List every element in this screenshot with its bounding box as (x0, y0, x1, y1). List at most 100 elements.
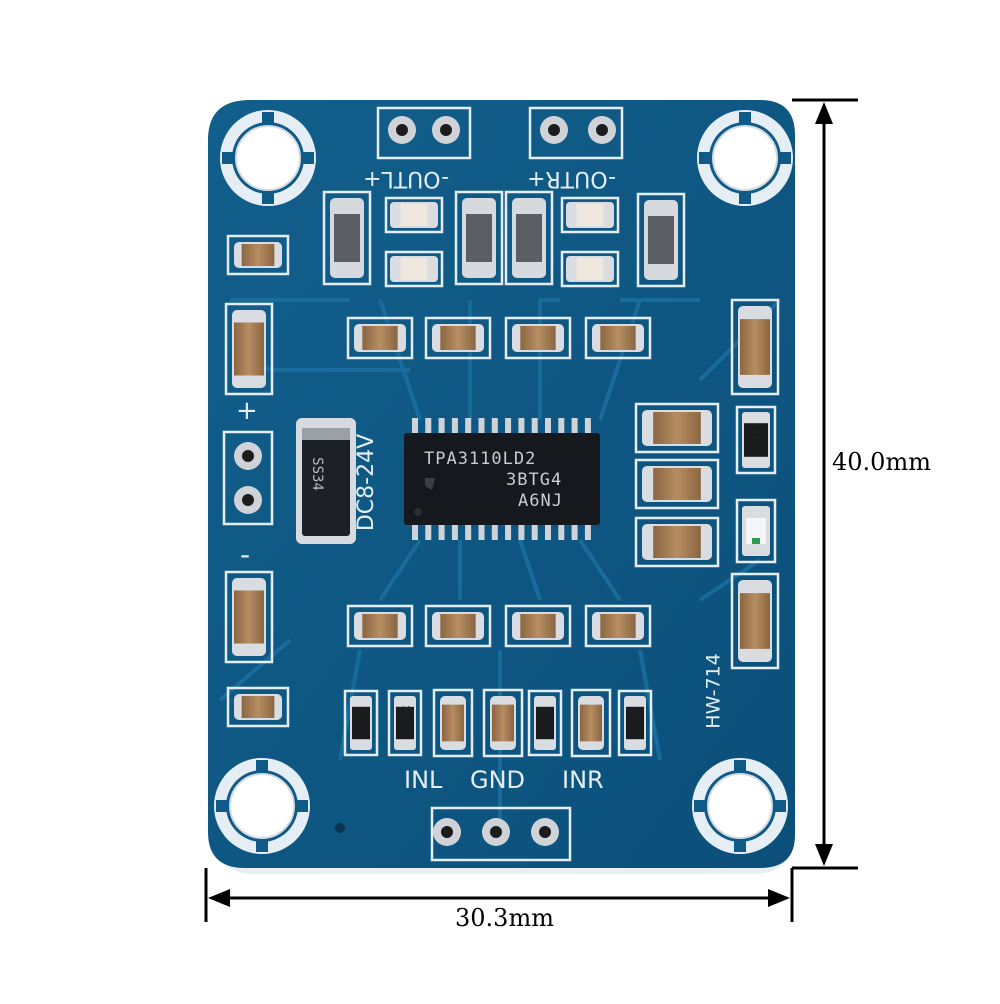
cap-right-3 (642, 524, 712, 560)
ic-pin-top-11 (558, 418, 565, 436)
ic-pin-top-5 (478, 418, 485, 436)
inductor-4 (644, 200, 678, 280)
ic-pin-top-0 (412, 418, 418, 436)
ic-pin-top-2 (438, 418, 445, 436)
trace-8 (518, 539, 542, 601)
inductor-3 (512, 198, 546, 278)
header-pads (234, 116, 616, 846)
cap-top-2 (390, 256, 438, 282)
trace-6 (378, 538, 422, 602)
cap-left-2 (232, 310, 266, 388)
mounting-hole-2 (214, 758, 310, 854)
header-pad-1 (432, 116, 460, 144)
ic-pin-bottom-6 (491, 522, 498, 540)
trace-11 (218, 638, 292, 702)
header-pad-5 (234, 486, 262, 514)
header-pad-8 (531, 818, 559, 846)
ic-pin-top-8 (518, 418, 525, 436)
cap-right-2 (642, 466, 712, 502)
ic-pin-bottom-0 (412, 522, 418, 540)
input-gnd-label: GND (470, 766, 526, 794)
chip-line-1: TPA3110LD2 (424, 449, 537, 469)
inductor-2 (462, 198, 496, 278)
ic-pin-bottom-3 (451, 522, 458, 540)
cap-b6 (578, 696, 604, 750)
header-outline-1 (528, 106, 624, 160)
cap-right-5 (738, 580, 772, 662)
width-dimension: 30.3mm (455, 904, 554, 932)
cap-row2-4 (592, 612, 644, 640)
trace-9 (578, 538, 622, 602)
mounting-hole-1 (697, 110, 793, 206)
resistor-b2 (394, 696, 416, 750)
resistor-code-2: 1001 (401, 704, 411, 725)
header-pad-6 (433, 818, 461, 846)
trace-4 (378, 299, 422, 421)
trace-16 (698, 558, 762, 602)
cap-row1-1 (354, 324, 406, 352)
ic-body (404, 433, 600, 525)
resistor-code-4: 103 (628, 711, 638, 726)
header-pad-3 (588, 116, 616, 144)
cap-row1-4 (592, 324, 644, 352)
ti-logo (425, 478, 435, 490)
cap-b4 (490, 696, 516, 750)
cap-left-3 (232, 578, 266, 656)
ic-pin-bottom-12 (571, 522, 578, 540)
plus-sign: + (236, 396, 258, 426)
resistor-code-3: 103 (539, 709, 549, 724)
chip-line-2: 3BTG4 (506, 470, 563, 490)
resistor-b1 (350, 696, 372, 750)
ic-pin-bottom-8 (518, 522, 525, 540)
dimension-lines (204, 98, 858, 922)
out-right-label: -OUTR+ (527, 166, 617, 191)
ic-pin-bottom-13 (584, 522, 591, 540)
ic-pin-bottom-10 (545, 522, 551, 540)
schottky-diode (296, 418, 356, 544)
out-left-label: -OUTL+ (363, 166, 450, 191)
resistor-right (742, 412, 770, 468)
resistor-b7 (624, 696, 646, 750)
header-outline-0 (376, 106, 472, 160)
header-pad-7 (482, 818, 510, 846)
ic-pin-bottom-4 (465, 522, 472, 540)
header-pad-2 (540, 116, 568, 144)
input-inr-label: INR (562, 766, 604, 794)
height-dimension: 40.0mm (832, 448, 931, 476)
cap-row2-1 (354, 612, 406, 640)
ic-pin-top-13 (584, 418, 591, 436)
header-outline-3 (430, 806, 572, 862)
cap-right-1 (642, 410, 712, 446)
power-label: DC8-24V (354, 433, 380, 532)
ic-pin-bottom-11 (558, 522, 565, 540)
ic-pin-bottom-1 (425, 522, 432, 540)
ic-pin-top-6 (491, 418, 498, 436)
ic-pin-top-1 (425, 418, 432, 436)
inductor-1 (330, 198, 364, 278)
mounting-hole-3 (692, 758, 788, 854)
diode-marking: SS34 (308, 457, 325, 491)
cap-top-4 (566, 256, 614, 282)
ic-pin-top-10 (545, 418, 551, 436)
ic-pin-top-3 (451, 418, 458, 436)
cap-left-4 (234, 694, 282, 720)
ic-pin-bottom-7 (505, 522, 512, 540)
ic-pin-bottom-5 (478, 522, 485, 540)
cap-row1-2 (432, 324, 484, 352)
ic-pin-top-7 (505, 418, 512, 436)
input-inl-label: INL (404, 766, 443, 794)
header-outline-2 (222, 430, 274, 526)
cap-right-4 (738, 306, 772, 388)
cap-row1-3 (512, 324, 564, 352)
smd-components (232, 198, 772, 833)
ic-pin-top-4 (465, 418, 472, 436)
amplifier-ic (404, 418, 600, 540)
cap-top-1 (390, 202, 438, 228)
header-pad-0 (388, 116, 416, 144)
minus-sign: - (240, 538, 251, 571)
chip-line-3: A6NJ (518, 491, 563, 511)
cap-b3 (440, 696, 466, 750)
trace-5 (598, 299, 642, 421)
